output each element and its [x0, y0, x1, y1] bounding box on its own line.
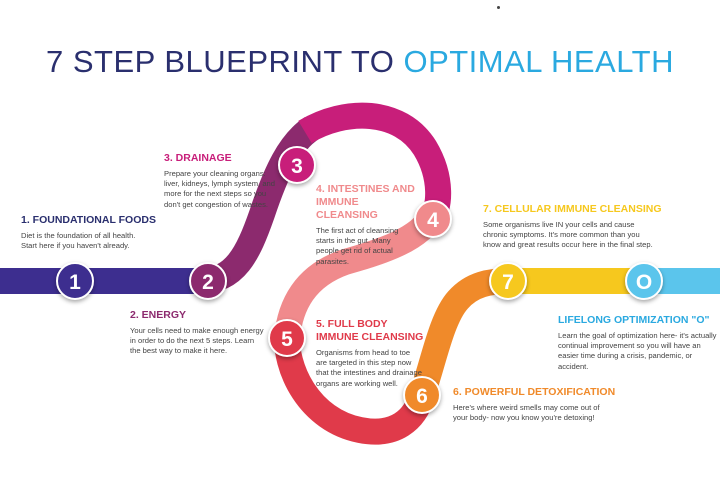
- step-6-circle[interactable]: 6: [403, 376, 441, 414]
- step-3-desc-line: liver, kidneys, lymph system, and: [164, 179, 275, 189]
- step-2-desc-line: the best way to make it here.: [130, 346, 228, 356]
- step-2-description: Your cells need to make enough energy in…: [130, 326, 280, 357]
- step-3-description: Prepare your cleaning organs: liver, kid…: [164, 169, 284, 210]
- step-3-desc-line: Prepare your cleaning organs:: [164, 169, 266, 178]
- step-4-desc-line: The first act of cleansing: [316, 226, 399, 235]
- step-4-title-line: 4. INTESTINES AND: [316, 183, 415, 195]
- title-part-1: 7 STEP BLUEPRINT TO: [46, 44, 404, 79]
- step-4-circle[interactable]: 4: [414, 200, 452, 238]
- step-4-desc-line: people get rid of actual: [316, 246, 393, 256]
- step-7-desc-line: Some organisms live IN your cells and ca…: [483, 220, 635, 229]
- step-7-label: 7. CELLULAR IMMUNE CLEANSING Some organi…: [483, 203, 703, 251]
- optimization-desc-line: continual improvement so you will have a…: [558, 341, 701, 351]
- step-5-desc-line: that the intestines and drainage: [316, 368, 422, 378]
- step-6-number: 6: [416, 385, 428, 408]
- step-7-description: Some organisms live IN your cells and ca…: [483, 220, 703, 251]
- step-2-label: 2. ENERGY Your cells need to make enough…: [130, 309, 280, 357]
- step-3-desc-line: don't get congestion of wastes.: [164, 199, 269, 209]
- optimization-desc-line: easier time during a crisis, pandemic, o…: [558, 351, 693, 371]
- step-5-desc-line: Organisms from head to toe: [316, 348, 411, 357]
- path-segment-5: [273, 329, 435, 445]
- optimization-circle[interactable]: O: [625, 262, 663, 300]
- step-3-title: 3. DRAINAGE: [164, 152, 232, 164]
- path-segment-2: [199, 117, 320, 294]
- step-4-desc-line: starts in the gut. Many: [316, 236, 391, 246]
- step-6-label: 6. POWERFUL DETOXIFICATION Here's where …: [453, 386, 623, 423]
- step-1-number: 1: [69, 271, 81, 294]
- step-3-label: 3. DRAINAGE Prepare your cleaning organs…: [164, 152, 284, 210]
- step-7-title: 7. CELLULAR IMMUNE CLEANSING: [483, 203, 662, 215]
- step-4-desc-line: parasites.: [316, 256, 349, 266]
- step-2-number: 2: [202, 271, 214, 294]
- step-1-desc-line: Diet is the foundation of all health.: [21, 231, 136, 240]
- step-6-title: 6. POWERFUL DETOXIFICATION: [453, 386, 616, 398]
- step-5-number: 5: [281, 328, 293, 351]
- step-5-desc-line: organs are working well.: [316, 378, 398, 388]
- step-1-label: 1. FOUNDATIONAL FOODS Diet is the founda…: [21, 214, 181, 251]
- title-part-2: OPTIMAL HEALTH: [403, 44, 674, 79]
- step-5-label: 5. FULL BODY IMMUNE CLEANSING Organisms …: [316, 318, 434, 389]
- step-4-title: 4. INTESTINES AND IMMUNE CLEANSING: [316, 183, 416, 222]
- optimization-description: Learn the goal of optimization here- it'…: [558, 331, 718, 372]
- decorative-dot: [497, 6, 500, 9]
- step-3-desc-line: more for the next steps so you: [164, 189, 267, 199]
- step-7-desc-line: chronic symptoms. It's more common than …: [483, 230, 640, 240]
- step-5-desc-line: are targeted in this step now: [316, 358, 412, 368]
- optimization-label: LIFELONG OPTIMIZATION "O" Learn the goal…: [558, 314, 718, 372]
- step-2-desc-line: in order to do the next 5 steps. Learn: [130, 336, 255, 346]
- step-1-circle[interactable]: 1: [56, 262, 94, 300]
- step-5-description: Organisms from head to toe are targeted …: [316, 348, 434, 389]
- optimization-letter: O: [635, 271, 653, 294]
- step-6-desc-line: your body- now you know you're detoxing!: [453, 413, 595, 423]
- step-2-circle[interactable]: 2: [189, 262, 227, 300]
- step-5-title: 5. FULL BODY IMMUNE CLEANSING: [316, 318, 434, 344]
- optimization-title: LIFELONG OPTIMIZATION "O": [558, 314, 710, 326]
- step-4-number: 4: [427, 209, 439, 232]
- step-5-title-line: 5. FULL BODY: [316, 318, 388, 330]
- step-4-title-line: IMMUNE CLEANSING: [316, 196, 378, 221]
- path-segment-4: [274, 207, 445, 340]
- step-2-desc-line: Your cells need to make enough energy: [130, 326, 264, 335]
- step-5-title-line: IMMUNE CLEANSING: [316, 331, 424, 343]
- step-1-desc-line: Start here if you haven't already.: [21, 241, 130, 251]
- step-5-circle[interactable]: 5: [268, 319, 306, 357]
- step-3-circle[interactable]: 3: [278, 146, 316, 184]
- page-title: 7 STEP BLUEPRINT TO OPTIMAL HEALTH: [0, 44, 720, 80]
- step-7-desc-line: know and great results occur here in the…: [483, 240, 653, 250]
- step-1-title: 1. FOUNDATIONAL FOODS: [21, 214, 156, 226]
- step-4-label: 4. INTESTINES AND IMMUNE CLEANSING The f…: [316, 183, 416, 267]
- step-7-circle[interactable]: 7: [489, 262, 527, 300]
- step-6-description: Here's where weird smells may come out o…: [453, 403, 623, 423]
- step-4-description: The first act of cleansing starts in the…: [316, 226, 416, 267]
- optimization-desc-line: Learn the goal of optimization here- it'…: [558, 331, 717, 340]
- step-6-desc-line: Here's where weird smells may come out o…: [453, 403, 600, 412]
- step-1-description: Diet is the foundation of all health. St…: [21, 231, 181, 251]
- step-2-title: 2. ENERGY: [130, 309, 187, 321]
- step-7-number: 7: [502, 271, 514, 294]
- step-3-number: 3: [291, 155, 303, 178]
